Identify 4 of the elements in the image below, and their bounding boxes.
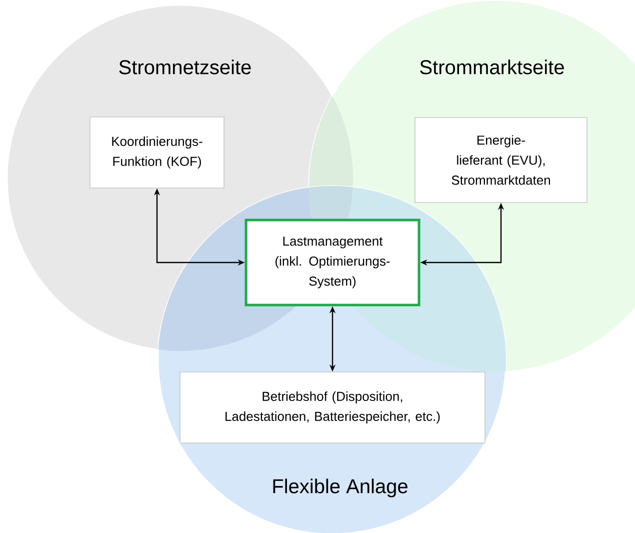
text-box: Betriebshof (Disposition, Ladestationen, Batteriespeicher, etc.) — [180, 372, 486, 444]
text-box: Koordinierungs- Funktion (KOF) — [90, 116, 224, 188]
text-box: Energie- lieferant (EVU), Strommarktdaten — [414, 117, 588, 203]
highlighted-box: Lastmanagement (inkl. Optimierungs- System) — [244, 218, 420, 306]
